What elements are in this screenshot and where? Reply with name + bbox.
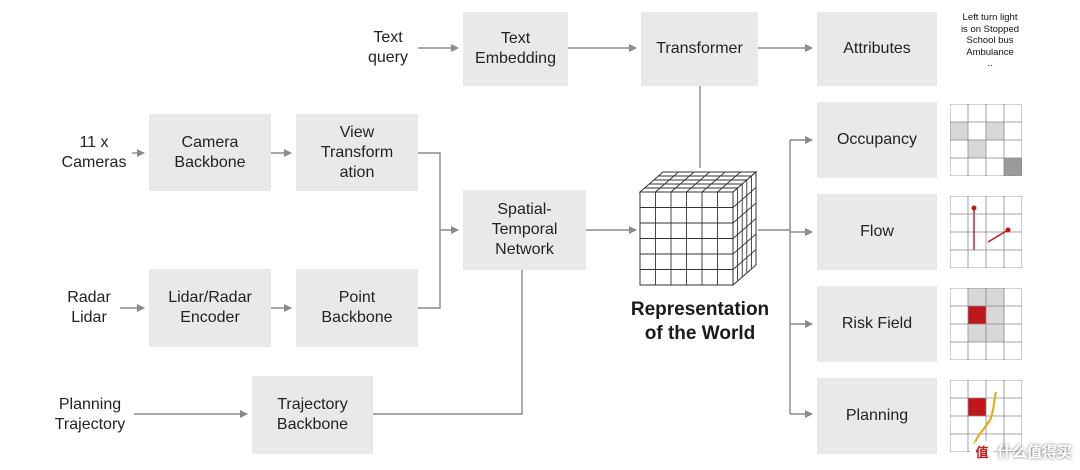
text-embedding-block: Text Embedding xyxy=(463,12,568,86)
risk-field-block: Risk Field xyxy=(817,286,937,362)
point-backbone-block: Point Backbone xyxy=(296,269,418,347)
flow-block: Flow xyxy=(817,194,937,270)
world-cube-icon xyxy=(638,170,758,287)
spatial-temporal-network-block: Spatial- Temporal Network xyxy=(463,190,586,270)
radar-lidar-label: Radar Lidar xyxy=(67,289,111,326)
watermark: 值 什么值得买 xyxy=(970,440,1072,462)
text-query-label: Text query xyxy=(367,29,409,66)
occupancy-block: Occupancy xyxy=(817,102,937,178)
occupancy-grid-icon xyxy=(950,104,1022,176)
camera-backbone-block: Camera Backbone xyxy=(149,114,271,191)
lidar-radar-encoder-block: Lidar/Radar Encoder xyxy=(149,269,271,347)
risk-field-grid-icon xyxy=(950,288,1022,360)
flow-grid-icon xyxy=(950,196,1022,268)
attributes-examples-text: Left turn light is on Stopped School bus… xyxy=(960,12,1020,69)
planning-block: Planning xyxy=(817,378,937,454)
representation-of-the-world-label: Representation of the World xyxy=(630,299,770,344)
view-transformation-block: View Transform ation xyxy=(296,114,418,191)
attributes-block: Attributes xyxy=(817,12,937,86)
trajectory-backbone-block: Trajectory Backbone xyxy=(252,376,373,454)
cameras-label: 11 x Cameras xyxy=(61,134,127,171)
planning-trajectory-label: Planning Trajectory xyxy=(54,396,126,433)
watermark-badge-icon: 值 xyxy=(970,440,993,462)
watermark-text: 什么值得买 xyxy=(996,443,1072,461)
transformer-block: Transformer xyxy=(641,12,758,86)
planning-grid-icon xyxy=(950,380,1022,452)
